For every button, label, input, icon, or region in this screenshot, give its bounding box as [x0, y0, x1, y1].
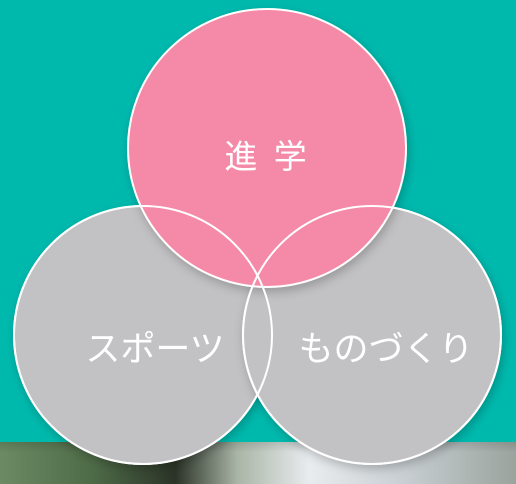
outline-right	[242, 205, 502, 465]
label-sports: スポーツ	[85, 330, 224, 370]
label-shingaku: 進 学	[224, 137, 310, 176]
label-monozukuri: ものづくり	[298, 330, 473, 370]
outline-left	[13, 205, 273, 465]
